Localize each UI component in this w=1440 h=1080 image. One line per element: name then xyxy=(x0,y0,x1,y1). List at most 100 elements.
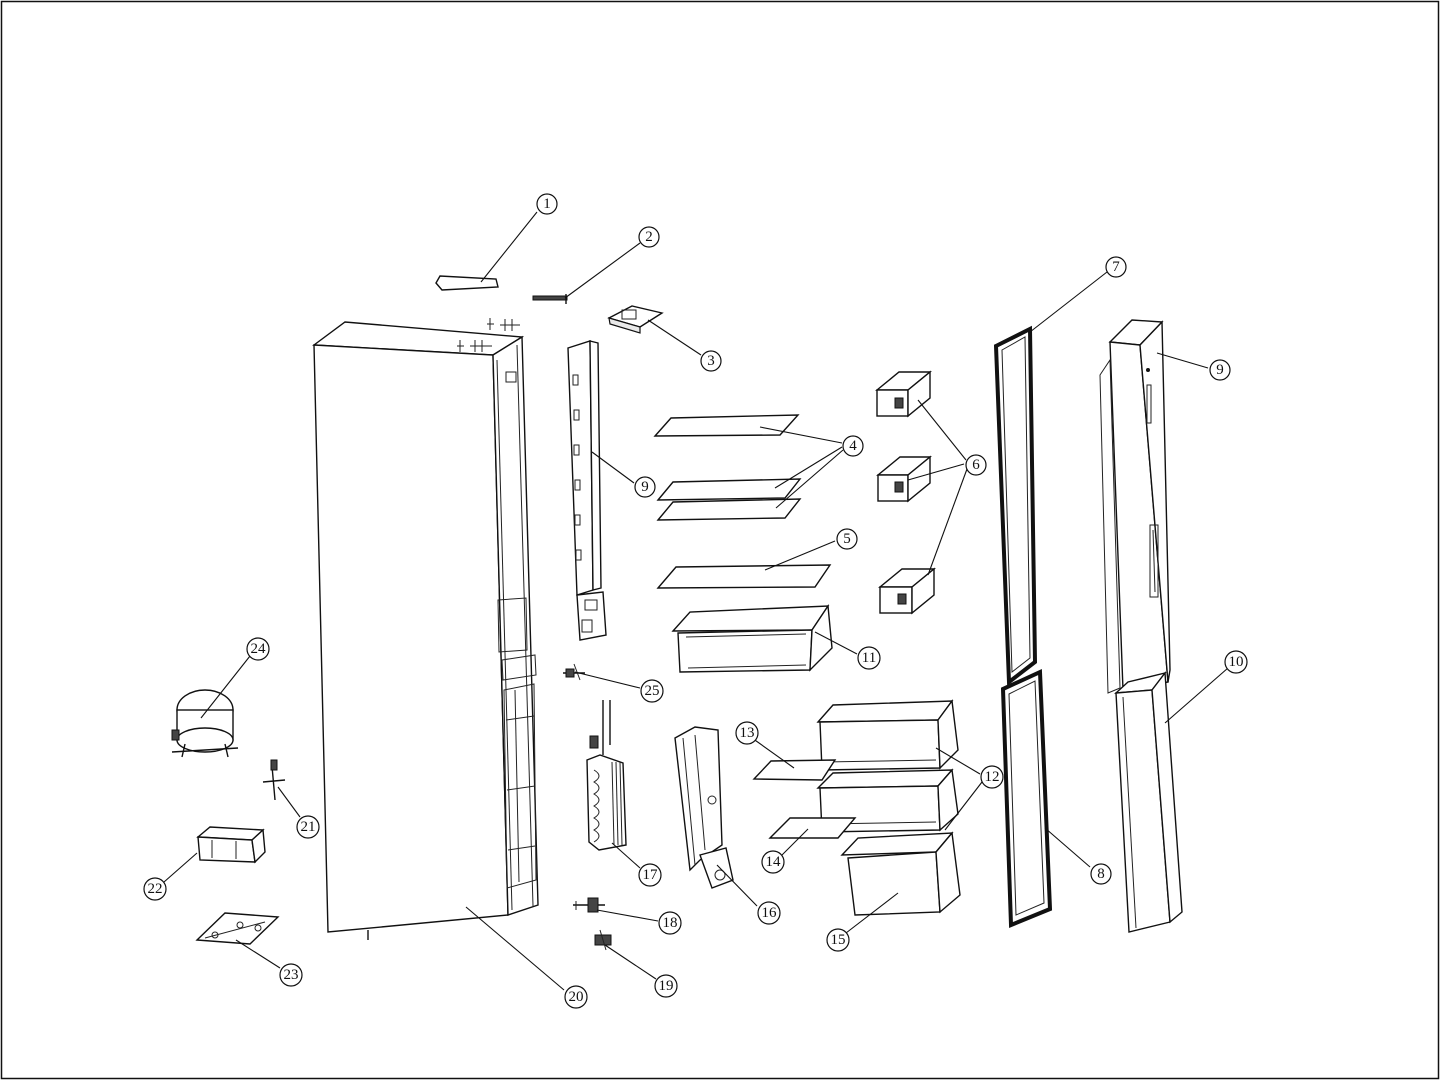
leader-7 xyxy=(1030,272,1107,332)
callout-label: 3 xyxy=(707,353,715,369)
glass-shelf-3 xyxy=(658,499,800,520)
leader-9b xyxy=(1157,353,1208,368)
leader-6a xyxy=(918,400,966,460)
callout-25: 25 xyxy=(641,680,663,702)
lower-door-gasket xyxy=(1003,672,1050,925)
callout-label: 14 xyxy=(766,854,782,870)
callout-15: 15 xyxy=(827,929,849,951)
callout-label: 17 xyxy=(643,867,659,883)
glass-shelf-2 xyxy=(658,479,800,500)
leader-1 xyxy=(481,212,537,282)
door-rack-2 xyxy=(878,457,930,501)
callout-label: 2 xyxy=(645,229,653,245)
callout-label: 12 xyxy=(985,769,1000,785)
callout-label: 15 xyxy=(831,932,846,948)
callout-21: 21 xyxy=(297,816,319,838)
callout-label: 20 xyxy=(569,989,584,1005)
leader-21 xyxy=(278,787,300,817)
callout-3: 3 xyxy=(701,351,721,371)
freezer-drawer-1 xyxy=(818,701,958,770)
callout-label: 18 xyxy=(663,915,678,931)
leader-18 xyxy=(597,910,658,921)
callout-14: 14 xyxy=(762,851,784,873)
leader-8 xyxy=(1045,828,1090,867)
cabinet-body xyxy=(314,318,538,940)
hinge-pin xyxy=(533,294,567,304)
leader-4b xyxy=(775,447,842,488)
leader-20 xyxy=(466,907,564,990)
callout-label: 21 xyxy=(301,819,316,835)
callout-19: 19 xyxy=(655,975,677,997)
leader-25 xyxy=(575,672,640,688)
callout-label: 13 xyxy=(740,725,755,741)
evaporator xyxy=(587,700,626,850)
leader-16 xyxy=(717,865,757,906)
callout-7: 7 xyxy=(1106,257,1126,277)
compressor xyxy=(172,690,238,757)
callout-9-door: 9 xyxy=(1210,360,1230,380)
callout-label: 5 xyxy=(843,531,851,547)
callout-9-duct: 9 xyxy=(635,477,655,497)
callout-5: 5 xyxy=(837,529,857,549)
callout-20: 20 xyxy=(565,986,587,1008)
callout-6: 6 xyxy=(966,455,986,475)
callout-18: 18 xyxy=(659,912,681,934)
lower-door xyxy=(1116,673,1182,932)
callout-10: 10 xyxy=(1225,651,1247,673)
callout-12: 12 xyxy=(981,766,1003,788)
fan-motor xyxy=(573,898,605,912)
callout-label: 16 xyxy=(762,905,778,921)
callout-4: 4 xyxy=(843,436,863,456)
callout-17: 17 xyxy=(639,864,661,886)
callout-24: 24 xyxy=(247,638,269,660)
callout-label: 1 xyxy=(543,196,551,212)
leader-3 xyxy=(648,320,701,355)
callout-label: 11 xyxy=(862,650,876,666)
callout-1: 1 xyxy=(537,194,557,214)
glass-shelf-1 xyxy=(655,415,798,436)
upper-door-gasket xyxy=(996,329,1035,682)
callout-label: 8 xyxy=(1097,866,1105,882)
evaporator-cover xyxy=(675,727,733,888)
leader-19 xyxy=(605,945,656,979)
freezer-glass-1 xyxy=(754,760,835,780)
drain-pan xyxy=(198,827,265,862)
callout-label: 4 xyxy=(849,438,857,454)
glass-shelf-5 xyxy=(658,565,830,588)
callout-23: 23 xyxy=(280,964,302,986)
control-box xyxy=(609,306,662,333)
callout-label: 6 xyxy=(972,457,980,473)
door-rack-1 xyxy=(877,372,930,416)
leader-10 xyxy=(1165,668,1228,723)
crisper-drawer xyxy=(673,606,832,672)
door-rack-3 xyxy=(880,569,934,613)
callout-label: 25 xyxy=(645,683,660,699)
leader-23 xyxy=(236,940,280,968)
callout-22: 22 xyxy=(144,878,166,900)
leader-6c xyxy=(928,469,967,575)
leader-22 xyxy=(164,853,197,882)
callout-label: 9 xyxy=(641,479,649,495)
leader-2 xyxy=(565,243,640,298)
bottom-plate xyxy=(197,913,278,944)
callout-label: 10 xyxy=(1229,654,1244,670)
sensor xyxy=(563,664,585,680)
air-duct xyxy=(568,341,606,640)
callout-8: 8 xyxy=(1091,864,1111,884)
callout-2: 2 xyxy=(639,227,659,247)
callout-label: 24 xyxy=(251,641,267,657)
callout-label: 22 xyxy=(148,881,163,897)
top-hinge-cover xyxy=(436,276,498,290)
dryer-filter xyxy=(263,760,285,800)
leader-17 xyxy=(612,843,640,868)
callout-11: 11 xyxy=(858,647,880,669)
upper-door xyxy=(1100,320,1170,693)
callout-label: 9 xyxy=(1216,362,1224,378)
callout-label: 7 xyxy=(1112,259,1120,275)
callout-label: 23 xyxy=(284,967,299,983)
callout-label: 19 xyxy=(659,978,674,994)
freezer-drawer-3 xyxy=(842,833,960,915)
